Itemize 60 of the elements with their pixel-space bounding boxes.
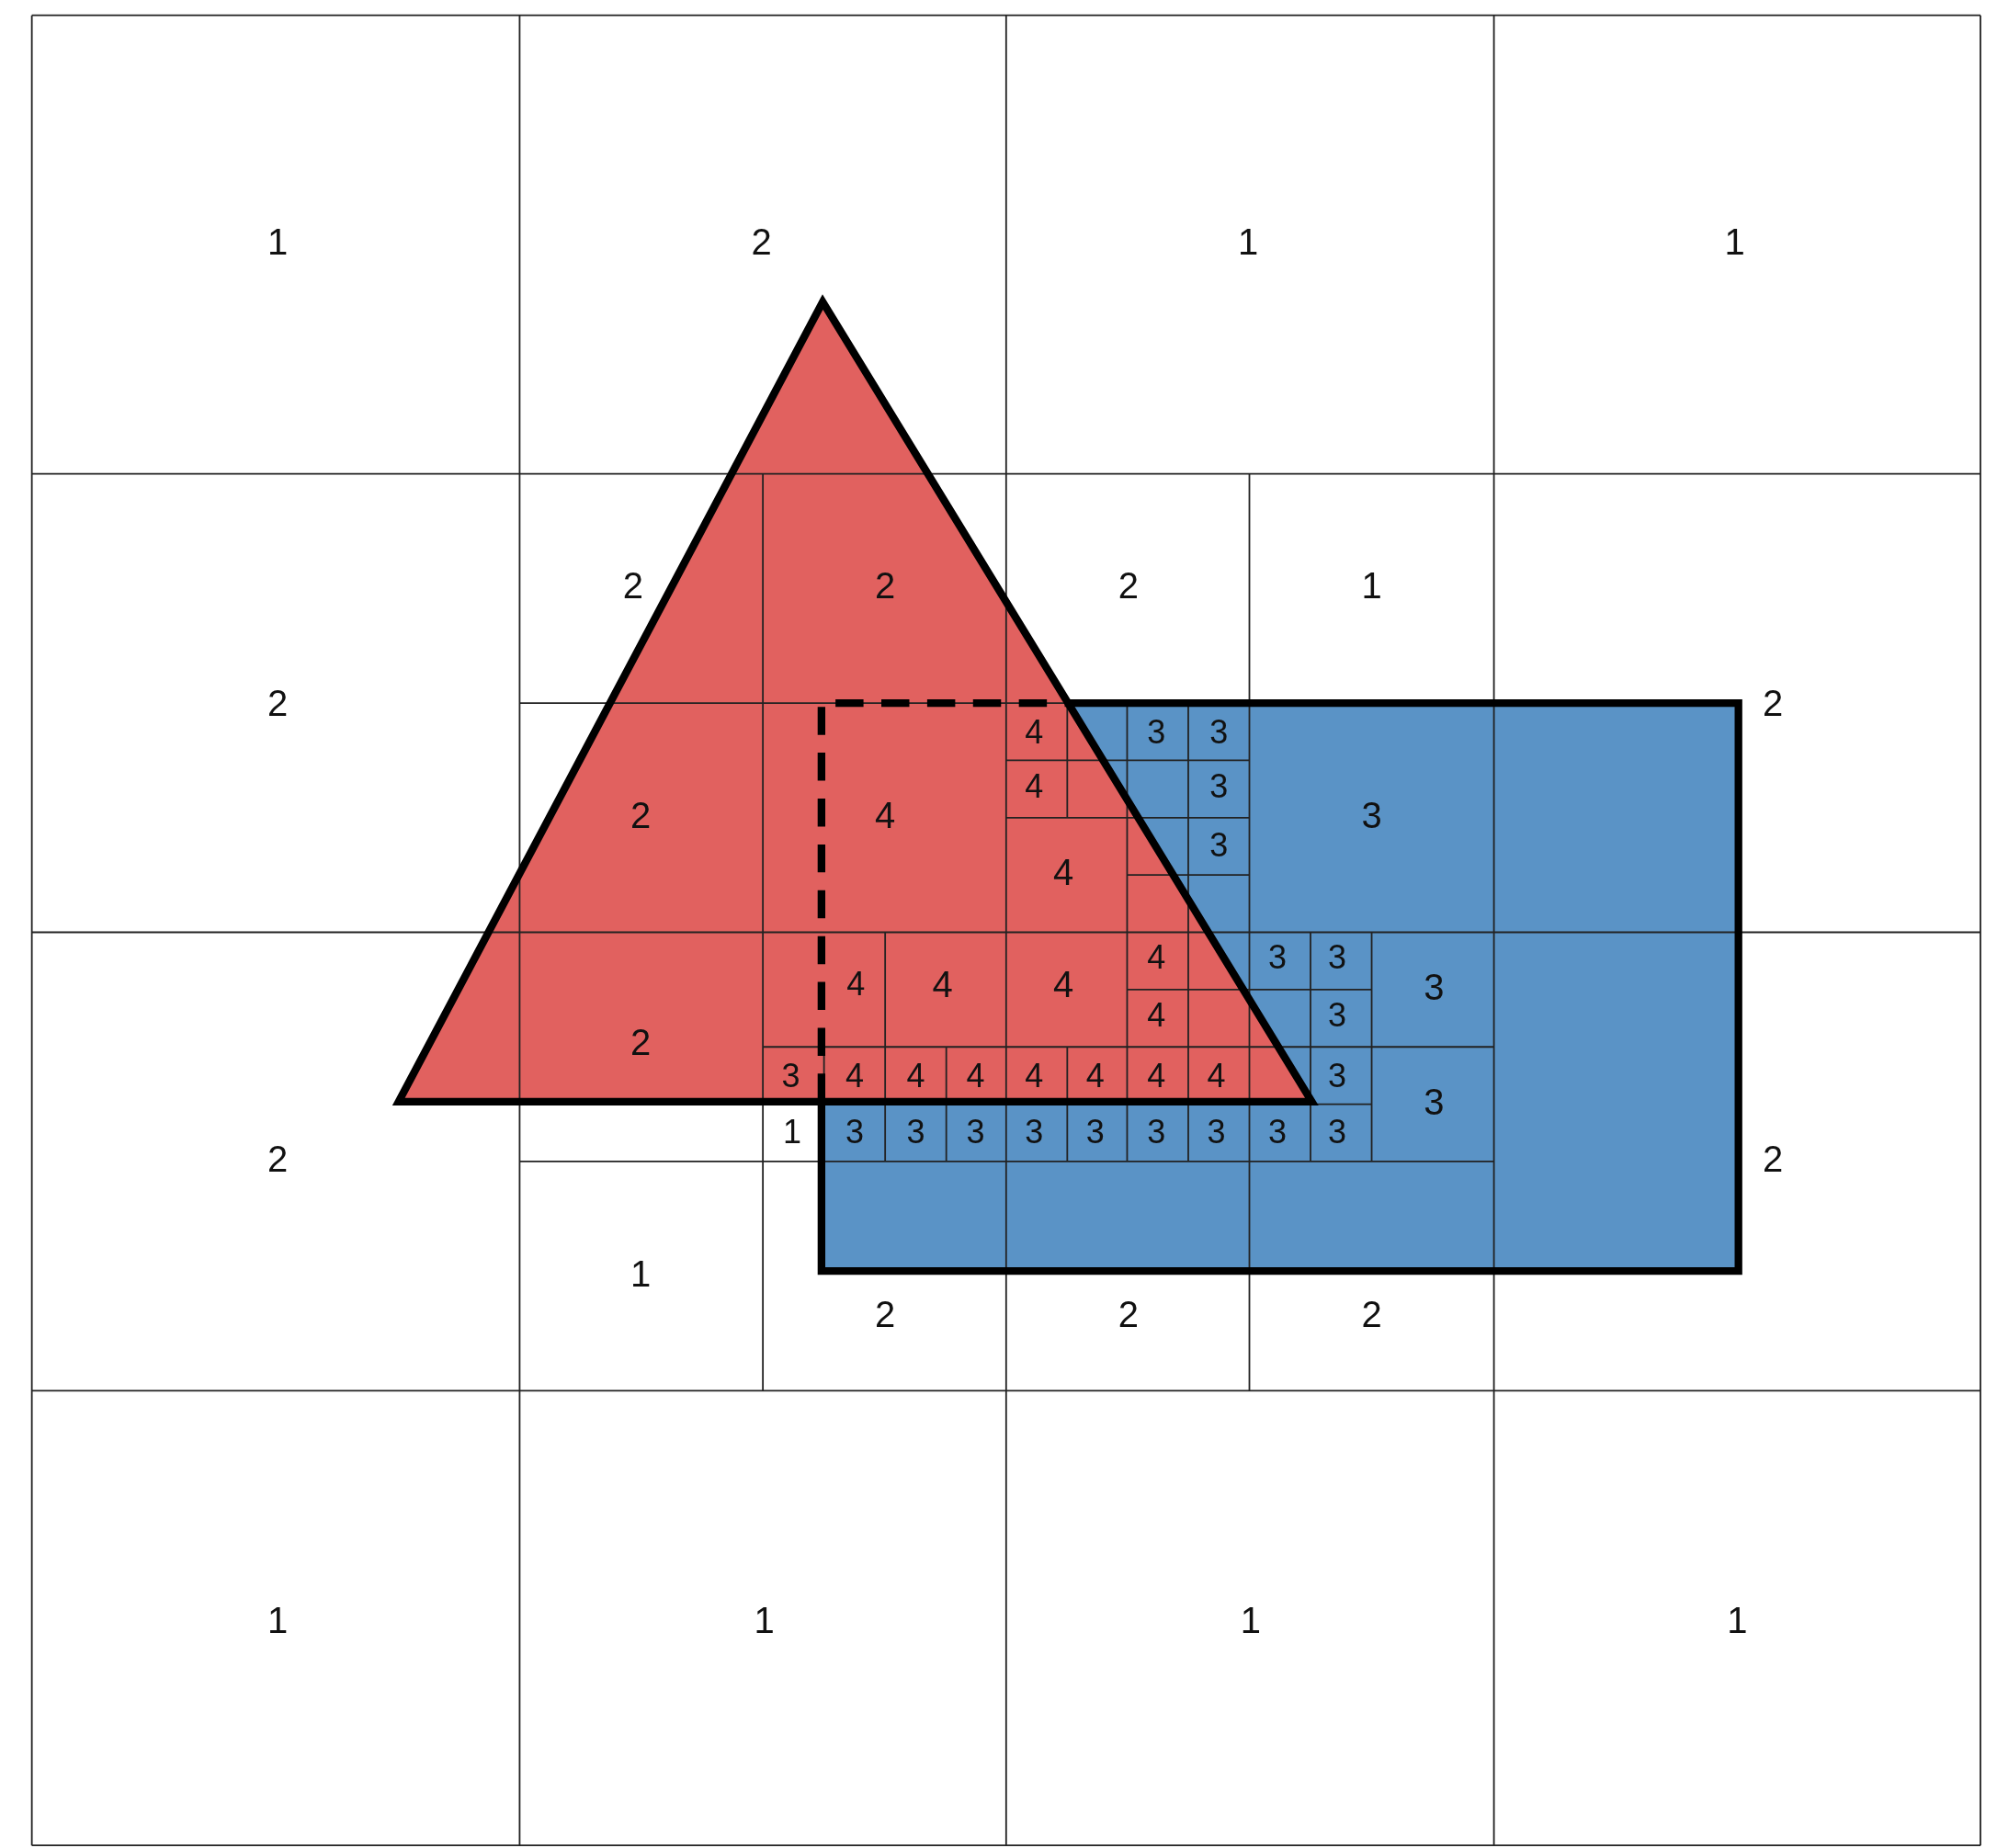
region-number: 3 bbox=[1025, 1116, 1044, 1149]
region-number: 3 bbox=[845, 1116, 864, 1149]
region-number: 4 bbox=[846, 968, 866, 1002]
region-number: 4 bbox=[1025, 715, 1044, 749]
region-number: 2 bbox=[1118, 1296, 1139, 1333]
region-number: 4 bbox=[1025, 1060, 1044, 1094]
region-number: 3 bbox=[781, 1060, 800, 1094]
region-number: 1 bbox=[267, 223, 289, 261]
region-number: 3 bbox=[1328, 1116, 1347, 1149]
region-number: 3 bbox=[1328, 941, 1347, 975]
region-number: 1 bbox=[1240, 1601, 1261, 1638]
region-number: 2 bbox=[267, 1140, 289, 1178]
region-number: 3 bbox=[1328, 998, 1347, 1032]
region-number: 4 bbox=[1207, 1060, 1226, 1094]
region-number: 4 bbox=[932, 966, 953, 1003]
region-number: 3 bbox=[1209, 715, 1229, 749]
region-number: 4 bbox=[875, 796, 896, 833]
region-number: 1 bbox=[630, 1254, 652, 1292]
region-number: 3 bbox=[1361, 796, 1382, 833]
region-number: 4 bbox=[1147, 998, 1166, 1032]
region-number: 3 bbox=[1209, 829, 1229, 863]
region-number: 4 bbox=[966, 1060, 985, 1094]
region-number: 2 bbox=[751, 223, 772, 261]
region-number: 1 bbox=[1727, 1601, 1748, 1638]
region-number: 3 bbox=[1209, 770, 1229, 804]
region-number: 4 bbox=[1053, 854, 1074, 891]
region-number: 2 bbox=[630, 1023, 652, 1060]
region-number: 1 bbox=[267, 1601, 289, 1638]
region-number: 3 bbox=[1267, 941, 1287, 975]
region-number: 3 bbox=[1147, 1116, 1166, 1149]
region-number: 2 bbox=[267, 685, 289, 721]
region-number: 3 bbox=[906, 1116, 925, 1149]
region-number: 2 bbox=[1762, 685, 1784, 721]
region-number: 2 bbox=[875, 567, 896, 605]
region-number: 3 bbox=[1424, 969, 1445, 1005]
region-number: 1 bbox=[1238, 223, 1259, 261]
region-number: 2 bbox=[875, 1296, 896, 1333]
region-number: 1 bbox=[782, 1116, 801, 1149]
region-number: 3 bbox=[966, 1116, 985, 1149]
region-number: 3 bbox=[1147, 715, 1166, 749]
region-number: 1 bbox=[1361, 567, 1382, 605]
region-number: 4 bbox=[1085, 1060, 1105, 1094]
region-number: 4 bbox=[845, 1060, 864, 1094]
region-number: 4 bbox=[1147, 1060, 1166, 1094]
region-number: 2 bbox=[630, 796, 652, 833]
region-number: 2 bbox=[1361, 1296, 1382, 1333]
region-number: 3 bbox=[1267, 1116, 1287, 1149]
region-number: 3 bbox=[1424, 1083, 1445, 1120]
region-number: 4 bbox=[1147, 941, 1166, 975]
region-number: 1 bbox=[1724, 223, 1745, 261]
region-number: 2 bbox=[1762, 1140, 1784, 1178]
region-number: 3 bbox=[1207, 1116, 1226, 1149]
region-number: 3 bbox=[1085, 1116, 1105, 1149]
region-number: 2 bbox=[622, 567, 643, 605]
region-number: 4 bbox=[1053, 966, 1074, 1003]
region-number: 4 bbox=[1025, 770, 1044, 804]
region-number: 4 bbox=[906, 1060, 925, 1094]
region-number: 2 bbox=[1118, 567, 1139, 605]
region-number: 1 bbox=[754, 1601, 775, 1638]
region-number: 3 bbox=[1328, 1060, 1347, 1094]
